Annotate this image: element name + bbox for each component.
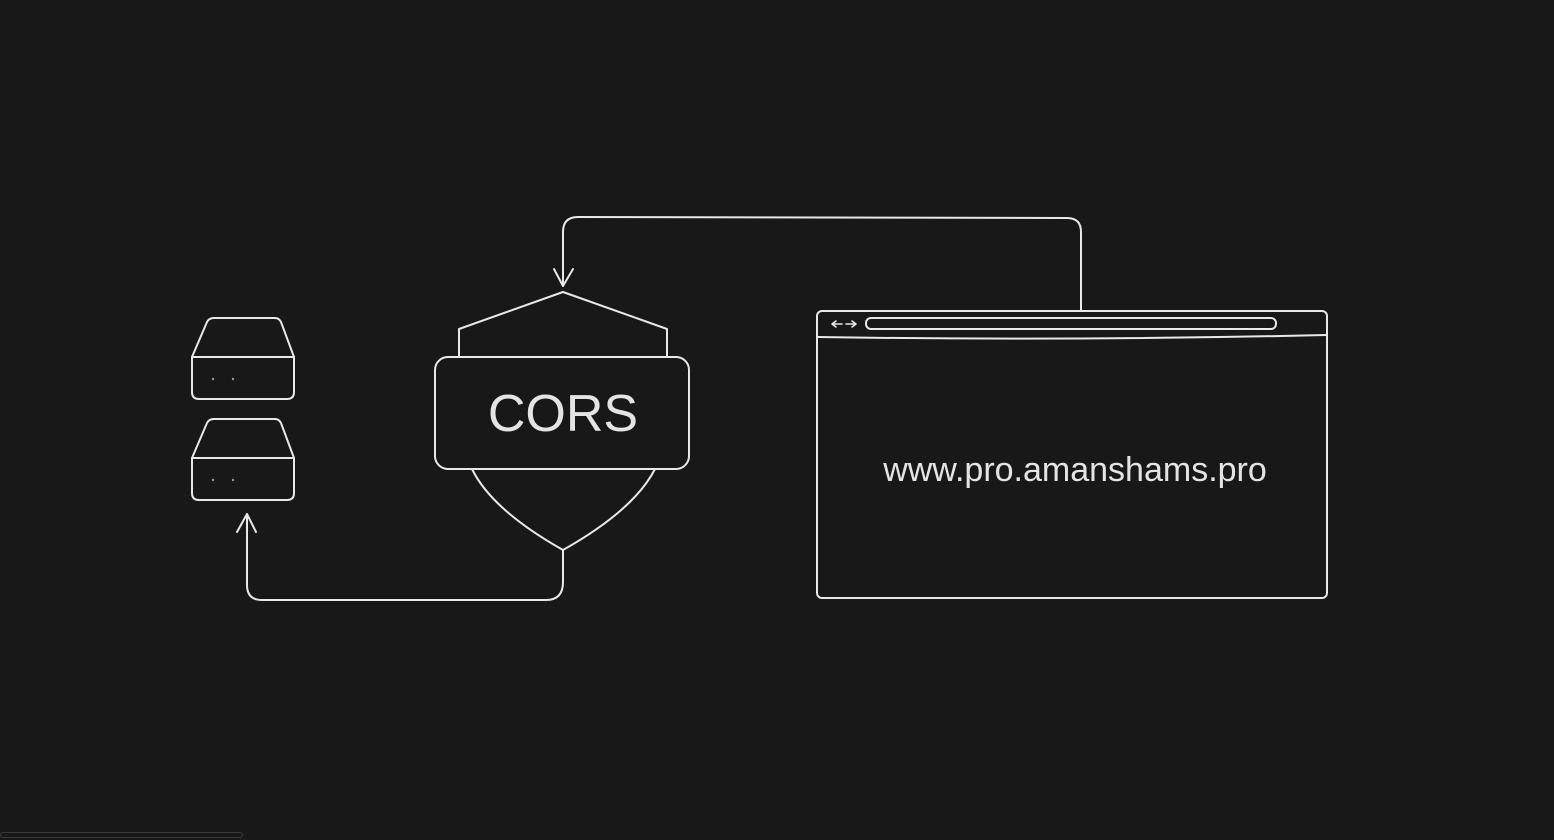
browser-url-text: www.pro.amanshams.pro <box>882 451 1267 489</box>
browser-window: www.pro.amanshams.pro <box>816 310 1328 599</box>
browser-frame <box>816 310 1328 599</box>
browser-toolbar-divider <box>817 334 1327 340</box>
server-box-bottom <box>191 418 295 501</box>
arrow-cors-to-server <box>236 513 564 601</box>
server-box-top <box>191 317 295 400</box>
back-forward-arrows-icon <box>831 320 857 328</box>
arrow-browser-to-cors <box>553 216 1082 311</box>
cors-gateway: CORS <box>434 291 690 551</box>
cors-label-box <box>434 356 690 470</box>
cors-label: CORS <box>488 385 638 443</box>
server-stack-icon <box>191 317 295 501</box>
address-bar <box>865 317 1277 330</box>
horizontal-scrollbar[interactable] <box>0 832 243 838</box>
